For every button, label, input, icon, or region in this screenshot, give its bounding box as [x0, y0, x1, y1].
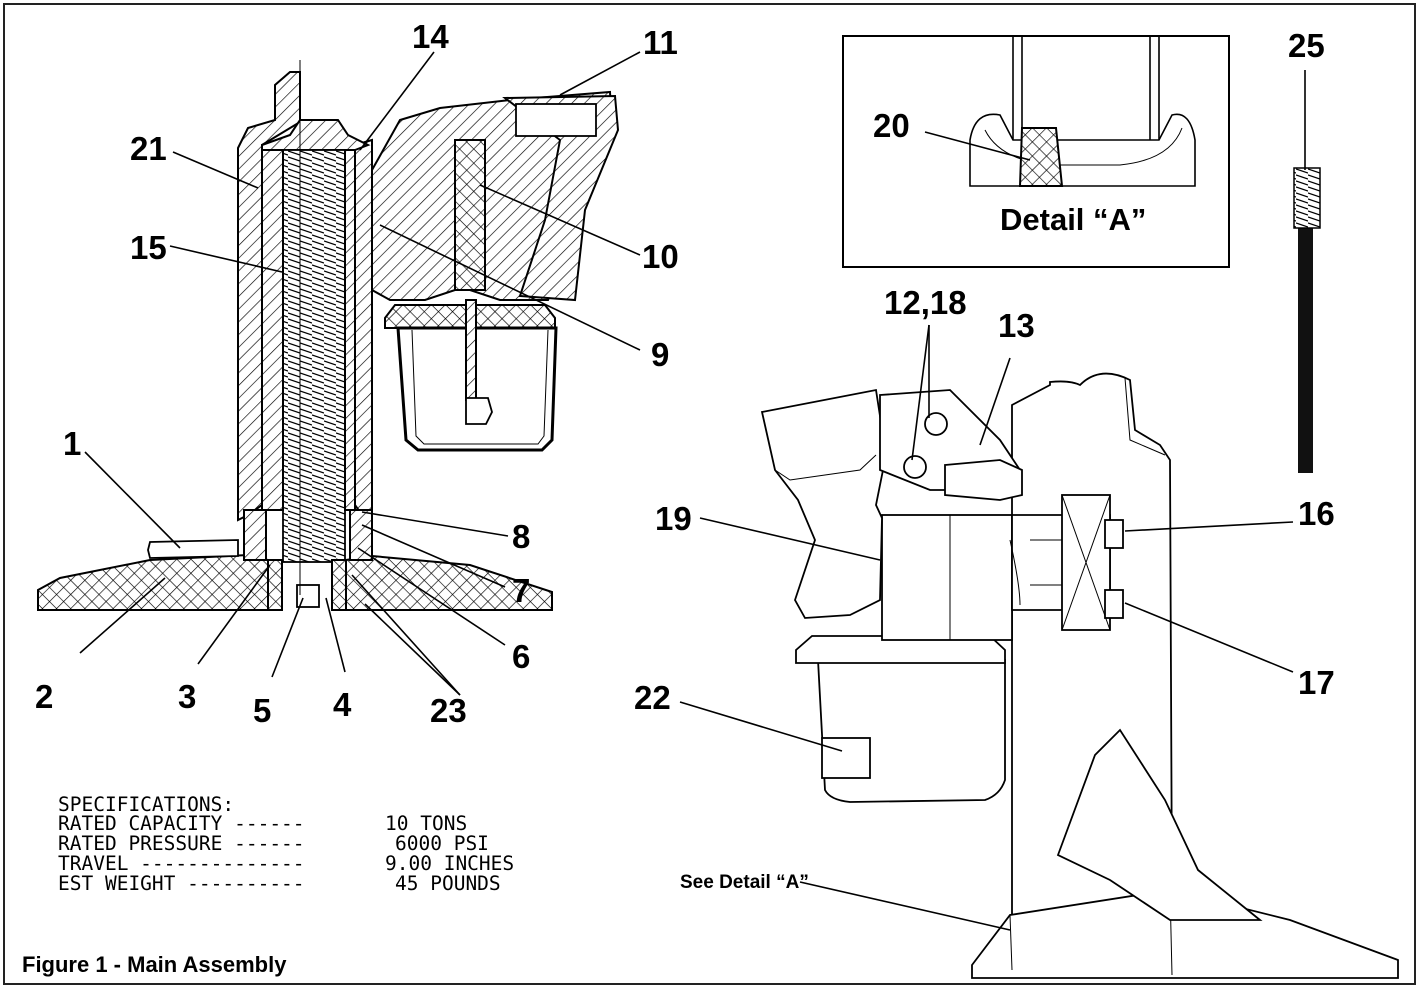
see-detail-a-label: See Detail “A”	[680, 872, 809, 893]
inner-wall-left	[261, 149, 284, 511]
callout-11: 11	[643, 24, 678, 61]
figure-frame	[3, 3, 1416, 985]
rod-threads	[1293, 167, 1321, 229]
bottom-pin	[296, 584, 320, 608]
bottom-bore-right	[331, 559, 347, 611]
pickup-tube	[465, 299, 477, 401]
callout-14: 14	[412, 18, 449, 55]
spec-row-value: 45 POUNDS	[395, 872, 501, 895]
label-plate	[821, 737, 871, 779]
callout-17: 17	[1298, 664, 1335, 701]
base-flange	[147, 539, 239, 559]
callout-7: 7	[512, 572, 530, 609]
pump-body	[881, 514, 1013, 641]
detail-seal	[1018, 127, 1064, 187]
callout-15: 15	[130, 229, 167, 266]
spec-row-value: 10 TONS	[385, 812, 467, 835]
ram-spring	[282, 149, 346, 563]
valve-lower	[1104, 589, 1124, 619]
detail-a-box	[842, 35, 1230, 268]
exterior-view	[760, 372, 1399, 979]
ext-reservoir	[817, 659, 1006, 803]
outer-cylinder-right	[354, 138, 373, 517]
spec-row-label: RATED CAPACITY ------	[58, 812, 305, 835]
callout-13: 13	[998, 307, 1035, 344]
spec-row-label: RATED PRESSURE ------	[58, 832, 305, 855]
callout-25: 25	[1288, 27, 1325, 64]
callout-3: 3	[178, 678, 196, 715]
callout-22: 22	[634, 679, 671, 716]
ext-handle	[760, 388, 887, 619]
callout-10: 10	[642, 238, 679, 275]
column-base	[971, 889, 1399, 979]
gland-left	[243, 509, 267, 561]
callout-21: 21	[130, 130, 167, 167]
pivot-pin-upper	[924, 412, 948, 436]
pickup-foot	[465, 397, 493, 425]
spec-row-value: 9.00 INCHES	[385, 852, 514, 875]
spec-heading: SPECIFICATIONS:	[58, 793, 234, 816]
callout-6: 6	[512, 638, 530, 675]
inner-wall-right	[344, 149, 356, 511]
callout-12-18: 12,18	[884, 284, 967, 321]
spec-row-value: 6000 PSI	[395, 832, 489, 855]
callout-23: 23	[430, 692, 467, 729]
section-view	[37, 60, 620, 611]
callout-16: 16	[1298, 495, 1335, 532]
ext-lid	[795, 635, 1006, 664]
bottom-bore-left	[267, 559, 283, 611]
callout-labels: 1 2 3 4 5 6 7 8 9 10 11 12,18 13 14 15 1…	[35, 18, 1335, 729]
callout-5: 5	[253, 692, 271, 729]
leader-lines	[79, 51, 1306, 931]
base-plate	[37, 553, 269, 611]
pump-cylinder	[454, 139, 486, 291]
figure-caption: Figure 1 - Main Assembly	[22, 952, 287, 977]
handle	[502, 94, 620, 302]
part-25-rod	[1293, 167, 1321, 473]
specifications-block: SPECIFICATIONS: RATED CAPACITY ------ 10…	[58, 793, 514, 895]
adjust-knob	[944, 459, 1023, 501]
gland-right	[349, 509, 373, 561]
callout-19: 19	[655, 500, 692, 537]
callout-9: 9	[651, 336, 669, 373]
spec-row-label: TRAVEL --------------	[58, 852, 305, 875]
handle-slot	[515, 103, 597, 137]
pivot-pin-lower	[903, 455, 927, 479]
valve-upper	[1104, 519, 1124, 549]
spec-row-label: EST WEIGHT ----------	[58, 872, 305, 895]
callout-20: 20	[873, 107, 910, 144]
detail-a-title: Detail “A”	[1000, 202, 1146, 237]
callout-1: 1	[63, 425, 81, 462]
callout-8: 8	[512, 518, 530, 555]
front-fin	[1056, 728, 1263, 921]
callout-2: 2	[35, 678, 53, 715]
callout-4: 4	[333, 686, 352, 723]
